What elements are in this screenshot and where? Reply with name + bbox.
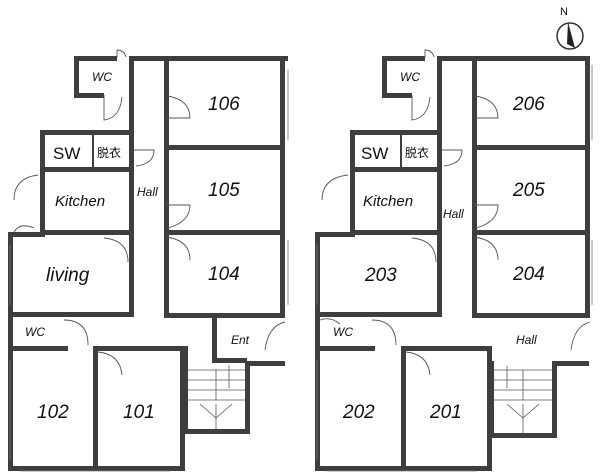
left-unit-details — [9, 49, 289, 472]
datsui-label-2: 脱衣 — [405, 145, 429, 160]
room-202-label: 202 — [342, 402, 375, 423]
right-unit-details — [316, 49, 593, 472]
kitchen-label: Kitchen — [55, 193, 105, 210]
wc-bottom-label-2: WC — [333, 325, 353, 339]
room-201-label: 201 — [429, 402, 462, 423]
room-205-label: 205 — [512, 180, 545, 201]
sw-label: SW — [53, 144, 80, 163]
room-104-label: 104 — [208, 264, 240, 285]
north-arrow-icon: N — [556, 6, 584, 50]
wc-bottom-label: WC — [25, 325, 45, 339]
sw-label-2: SW — [361, 144, 388, 163]
room-105-label: 105 — [208, 180, 240, 201]
left-unit-labels: 106 105 104 102 101 living Kitchen SW 脱衣… — [25, 70, 250, 423]
right-unit-walls — [315, 56, 590, 471]
room-203-label: 203 — [364, 265, 397, 286]
datsui-label: 脱衣 — [97, 145, 121, 160]
left-unit-walls — [8, 56, 288, 471]
living-label: living — [46, 265, 90, 286]
room-106-label: 106 — [208, 94, 240, 115]
hall-label-3: Hall — [516, 333, 537, 347]
hall-label: Hall — [137, 185, 158, 199]
room-102-label: 102 — [37, 402, 69, 423]
entrance-label: Ent — [231, 333, 250, 347]
room-101-label: 101 — [123, 402, 155, 423]
room-204-label: 204 — [512, 264, 545, 285]
compass-label: N — [560, 6, 568, 18]
room-206-label: 206 — [512, 94, 545, 115]
hall-label-2: Hall — [443, 207, 464, 221]
wc-top-label: WC — [92, 70, 112, 84]
wc-top-label-2: WC — [400, 70, 420, 84]
right-unit-labels: 206 205 204 203 202 201 Kitchen SW 脱衣 WC… — [333, 70, 545, 423]
kitchen-label-2: Kitchen — [363, 193, 413, 210]
